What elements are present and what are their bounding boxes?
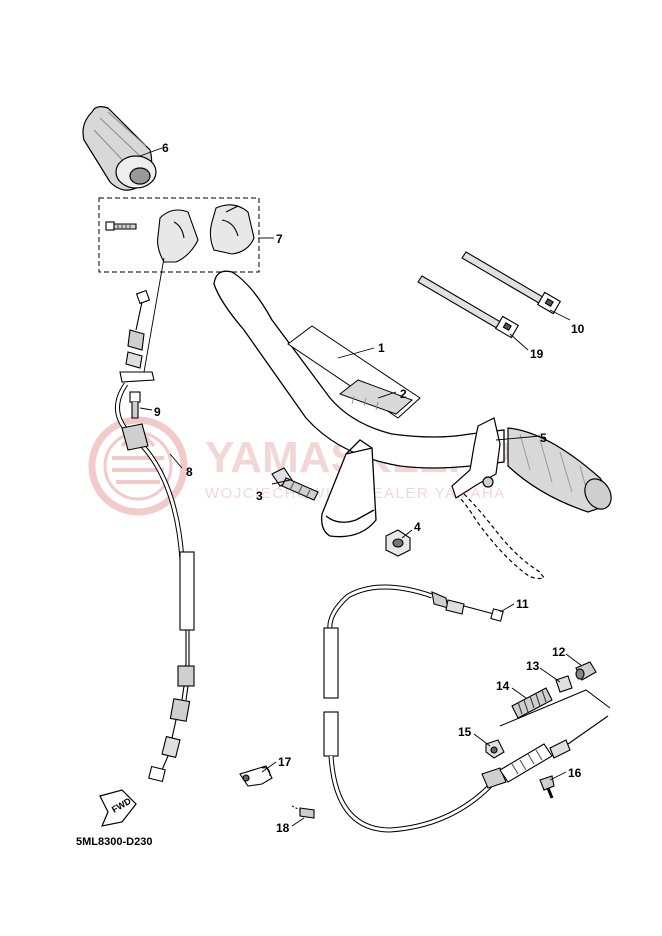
part-5-right-grip bbox=[451, 417, 612, 580]
part-14-spring bbox=[511, 687, 553, 719]
part-11-clutch-cable bbox=[323, 584, 609, 833]
part-18-screw bbox=[291, 805, 315, 819]
part-4-nut bbox=[385, 529, 411, 557]
part-6-left-grip bbox=[82, 106, 157, 191]
callout-5: 5 bbox=[540, 431, 547, 445]
callout-1: 1 bbox=[378, 341, 385, 355]
part-13-adjuster bbox=[555, 675, 573, 693]
callout-19: 19 bbox=[530, 347, 544, 361]
callout-13: 13 bbox=[526, 659, 540, 673]
part-17-cable-clamp bbox=[239, 765, 273, 787]
callout-6: 6 bbox=[162, 141, 169, 155]
callout-7: 7 bbox=[276, 232, 283, 246]
part-7-group-box bbox=[98, 197, 260, 273]
callout-9: 9 bbox=[154, 405, 161, 419]
callout-11: 11 bbox=[516, 597, 529, 611]
callout-4: 4 bbox=[414, 520, 421, 534]
parts-12-14-bracket-line bbox=[499, 689, 611, 727]
part-10-cable-tie bbox=[461, 251, 562, 315]
diagram-code: 5ML8300-D230 bbox=[76, 836, 153, 848]
callout-14: 14 bbox=[496, 679, 510, 693]
callout-numbers: 1 2 3 4 5 6 7 8 9 10 11 12 13 14 15 16 1… bbox=[154, 141, 585, 835]
callout-16: 16 bbox=[568, 766, 582, 780]
fwd-arrow-icon: FWD bbox=[99, 789, 137, 827]
callout-15: 15 bbox=[458, 725, 472, 739]
callout-17: 17 bbox=[278, 755, 292, 769]
part-15-bracket bbox=[485, 739, 505, 759]
callout-8: 8 bbox=[186, 465, 193, 479]
callout-3: 3 bbox=[256, 489, 263, 503]
part-7-throttle-housing bbox=[105, 204, 255, 263]
part-19-cable-tie bbox=[417, 275, 520, 339]
callout-12: 12 bbox=[552, 645, 566, 659]
part-9-screw bbox=[129, 391, 141, 419]
part-8-throttle-cable bbox=[115, 289, 195, 783]
leader-lines bbox=[139, 147, 583, 827]
callout-18: 18 bbox=[276, 821, 290, 835]
part-12-adjuster-nut bbox=[575, 661, 597, 681]
callout-2: 2 bbox=[400, 387, 407, 401]
part-3-bolt bbox=[271, 467, 319, 501]
callout-10: 10 bbox=[571, 322, 585, 336]
